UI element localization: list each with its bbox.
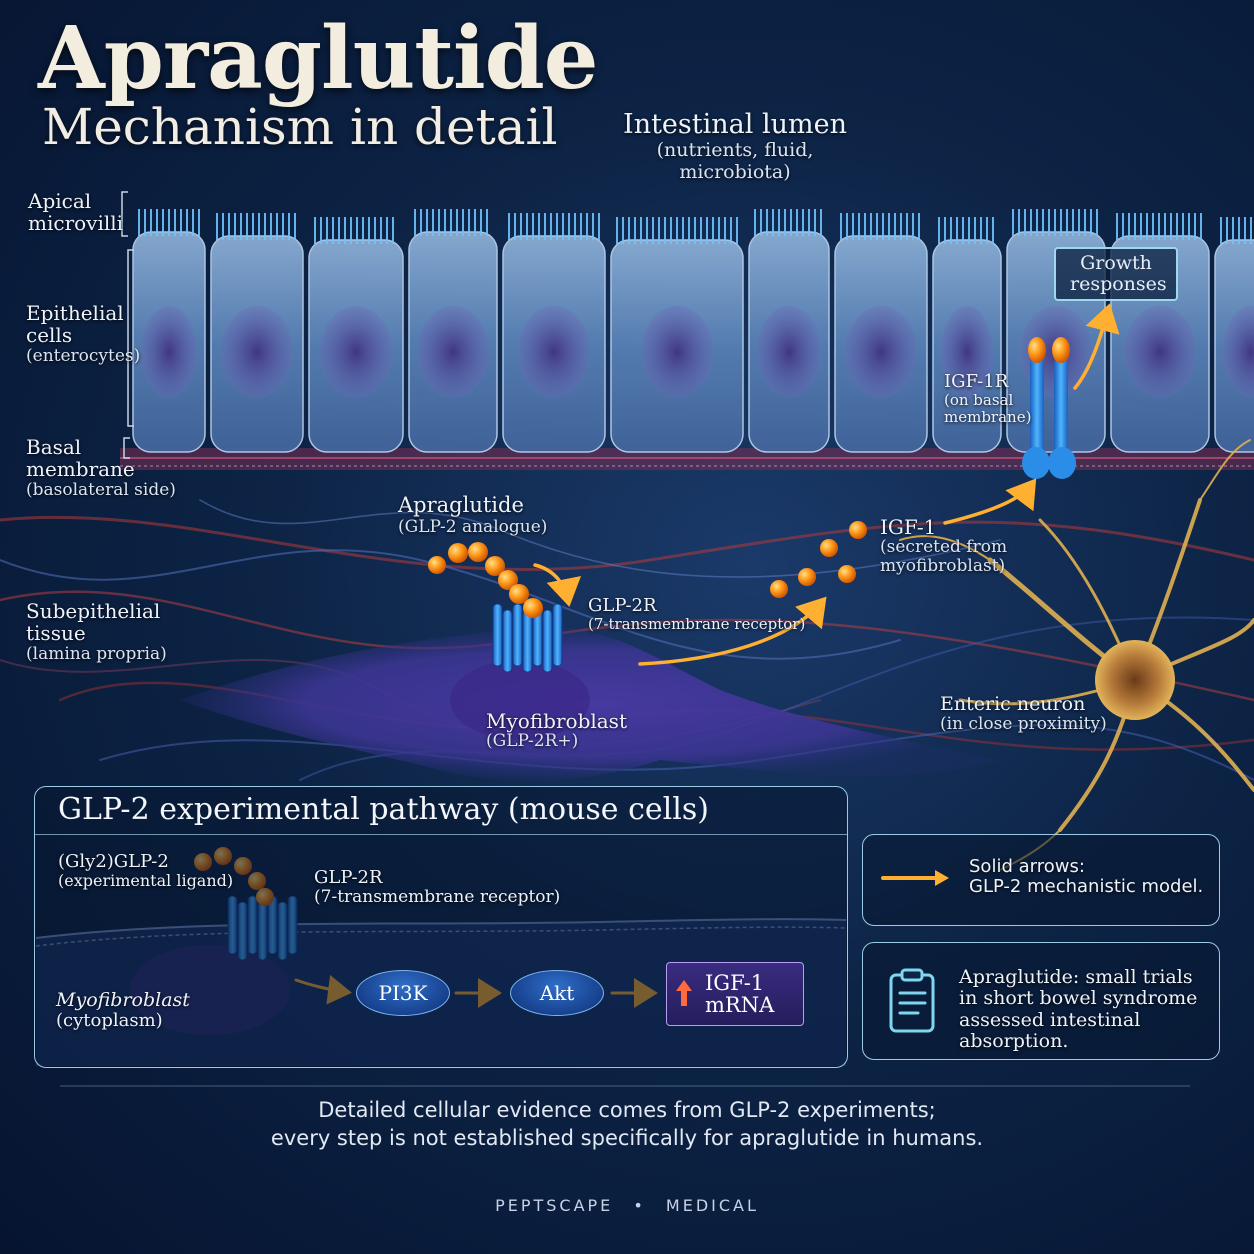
apraglutide-ligand (428, 542, 543, 618)
receptor-helix (552, 603, 563, 667)
cell-nucleus (141, 306, 197, 398)
legend-arrows-line1: Solid arrows: (969, 856, 1085, 877)
brand-right: MEDICAL (665, 1196, 759, 1215)
cell-nucleus (1223, 306, 1254, 398)
neuron-soma (1095, 640, 1175, 720)
up-arrow-icon (676, 980, 692, 1006)
pathway-panel-title: GLP-2 experimental pathway (mouse cells) (58, 792, 709, 827)
clipboard-icon (889, 968, 935, 1033)
basal-membrane-label: Basal membrane (basolateral side) (26, 435, 176, 500)
epithelium (132, 209, 1254, 453)
microvilli-label: Apical microvilli (28, 189, 124, 236)
lumen-label: Intestinal lumen (nutrients, fluid, micr… (600, 109, 870, 183)
brand-left: PEPTSCAPE (495, 1196, 614, 1215)
mechanism-arrows (533, 303, 1120, 666)
panel-receptor-label: GLP-2R (7-transmembrane receptor) (314, 867, 561, 908)
ligand-bead (509, 584, 529, 604)
igf1-mrna-line2: mRNA (705, 993, 775, 1017)
legend-arrows-box: Solid arrows: GLP-2 mechanistic model. (862, 834, 1220, 926)
ligand-bead (428, 556, 446, 574)
brand-separator: • (633, 1196, 646, 1215)
page-title: Apraglutide (38, 8, 598, 109)
footer-line1: Detailed cellular evidence comes from GL… (318, 1098, 936, 1122)
panel-ligand-label: (Gly2)GLP-2 (experimental ligand) (58, 851, 234, 891)
igf1-particles (770, 521, 867, 598)
receptor-helix (522, 609, 533, 673)
panel-title-divider (34, 834, 848, 835)
receptor-helix (512, 603, 523, 667)
footer-note: Detailed cellular evidence comes from GL… (0, 1096, 1254, 1153)
lumen-subtitle: (nutrients, fluid, microbiota) (656, 139, 814, 183)
receptor-helix (502, 609, 513, 673)
receptor-helix (492, 603, 503, 667)
enteric-neuron (899, 439, 1254, 871)
myofibroblast-cell (180, 626, 1000, 781)
panel-cell-label: Myofibroblast (cytoplasm) (56, 989, 190, 1032)
igf1-mrna-box: IGF-1 mRNA (666, 962, 804, 1026)
growth-responses-box: Growth responses (1054, 247, 1178, 301)
ligand-bead (523, 598, 543, 618)
igf1-label: IGF-1 (secreted from myofibroblast) (880, 515, 1008, 577)
layer-brackets (121, 191, 134, 459)
solid-arrow-icon (881, 870, 949, 886)
ligand-bead (485, 556, 505, 576)
page-subtitle: Mechanism in detail (42, 98, 558, 156)
brand-mark: PEPTSCAPE • MEDICAL (0, 1196, 1254, 1215)
myofibroblast-label: Myofibroblast (GLP-2R+) (486, 709, 627, 752)
lumen-title: Intestinal lumen (623, 109, 847, 140)
footer-line2: every step is not established specifical… (270, 1126, 984, 1151)
cell-nucleus (1124, 306, 1196, 398)
enteric-neuron-label: Enteric neuron (in close proximity) (940, 693, 1107, 735)
cell-nucleus (941, 306, 993, 398)
legend-trial-line3: assessed intestinal absorption. (959, 1008, 1141, 1052)
glp2r-receptor (492, 603, 563, 673)
cell-nucleus (417, 306, 489, 398)
receptor-helix (542, 609, 553, 673)
ligand-bead (468, 542, 488, 562)
legend-trial-line1: Apraglutide: small trials (959, 966, 1193, 988)
igf1-mrna-line1: IGF-1 (705, 970, 765, 995)
cell-nucleus (221, 306, 293, 398)
glp2r-label: GLP-2R (7-transmembrane receptor) (588, 595, 806, 634)
legend-trial-line2: in short bowel syndrome (959, 987, 1198, 1010)
igf1r-label: IGF-1R (on basal membrane) (944, 371, 1032, 426)
cell-nucleus (518, 306, 590, 398)
akt-node: Akt (510, 970, 604, 1016)
legend-arrows-line2: GLP-2 mechanistic model. (969, 876, 1204, 898)
apraglutide-label: Apraglutide (GLP-2 analogue) (398, 493, 548, 537)
epithelial-label: Epithelial cells (enterocytes) (26, 301, 141, 366)
subepithelial-label: Subepithelial tissue (lamina propria) (26, 599, 167, 664)
ligand-bead (448, 543, 468, 563)
ligand-bead (498, 570, 518, 590)
igf1r-receptor (1022, 337, 1076, 479)
cell-nucleus (641, 306, 713, 398)
cell-nucleus (320, 306, 392, 398)
cell-nucleus (845, 306, 917, 398)
legend-trials-box: Apraglutide: small trials in short bowel… (862, 942, 1220, 1060)
cell-nucleus (757, 306, 821, 398)
pi3k-node: PI3K (356, 970, 450, 1016)
